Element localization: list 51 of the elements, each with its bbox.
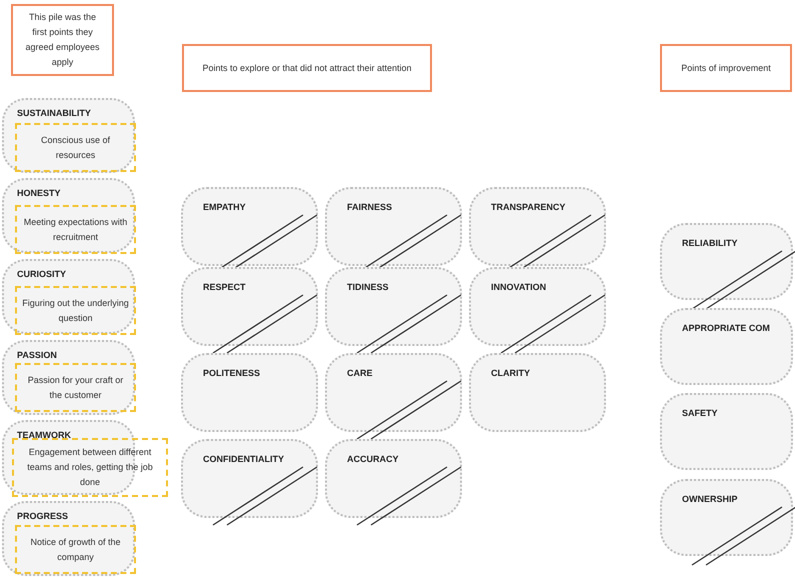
value-title: TEAMWORK — [17, 429, 71, 442]
value-card — [2, 259, 135, 334]
value-title: OWNERSHIP — [682, 493, 738, 506]
description-box — [15, 205, 136, 254]
description-text: Notice of growth of the company — [29, 536, 122, 564]
value-card — [325, 187, 462, 266]
value-card — [2, 98, 135, 173]
value-card — [2, 178, 135, 253]
value-title: POLITENESS — [203, 367, 260, 380]
description-text: Points of improvement — [681, 62, 771, 75]
value-title: RELIABILITY — [682, 237, 738, 250]
value-title: INNOVATION — [491, 281, 546, 294]
value-card — [660, 393, 793, 470]
value-title: CURIOSITY — [17, 268, 66, 281]
value-title: PROGRESS — [17, 510, 68, 523]
description-box — [15, 363, 136, 412]
description-text: Meeting expectations with recruitment — [22, 216, 128, 244]
description-text: Figuring out the underlying question — [21, 296, 130, 325]
value-card — [469, 187, 606, 266]
value-title: SUSTAINABILITY — [17, 107, 91, 120]
value-title: EMPATHY — [203, 201, 246, 214]
value-card — [660, 308, 793, 385]
value-title: SAFETY — [682, 407, 718, 420]
value-title: CONFIDENTIALITY — [203, 453, 284, 466]
description-text: Passion for your craft or the customer — [26, 374, 124, 402]
value-title: CARE — [347, 367, 373, 380]
value-title: FAIRNESS — [347, 201, 392, 214]
value-card — [2, 501, 135, 576]
description-box — [15, 123, 136, 172]
description-text: Engagement between different teams and roles, getting the job done — [26, 446, 154, 489]
value-card — [181, 353, 318, 432]
value-title: TIDINESS — [347, 281, 389, 294]
value-title: RESPECT — [203, 281, 246, 294]
description-text: Conscious use of resources — [40, 134, 112, 162]
value-card — [469, 353, 606, 432]
description-box — [15, 525, 136, 574]
value-title: APPROPRIATE COM — [682, 322, 770, 335]
description-box — [15, 286, 136, 335]
value-title: CLARITY — [491, 367, 530, 380]
description-text: This pile was the first points they agreed employees apply — [24, 11, 101, 69]
description-box — [12, 438, 168, 497]
note-box — [182, 44, 432, 92]
value-title: HONESTY — [17, 187, 61, 200]
note-box — [11, 4, 114, 76]
value-title: TRANSPARENCY — [491, 201, 566, 214]
value-card — [2, 340, 135, 415]
value-title: PASSION — [17, 349, 57, 362]
value-card — [181, 187, 318, 266]
value-title: ACCURACY — [347, 453, 398, 466]
description-text: Points to explore or that did not attract their attention — [202, 62, 412, 75]
note-box — [660, 44, 792, 92]
